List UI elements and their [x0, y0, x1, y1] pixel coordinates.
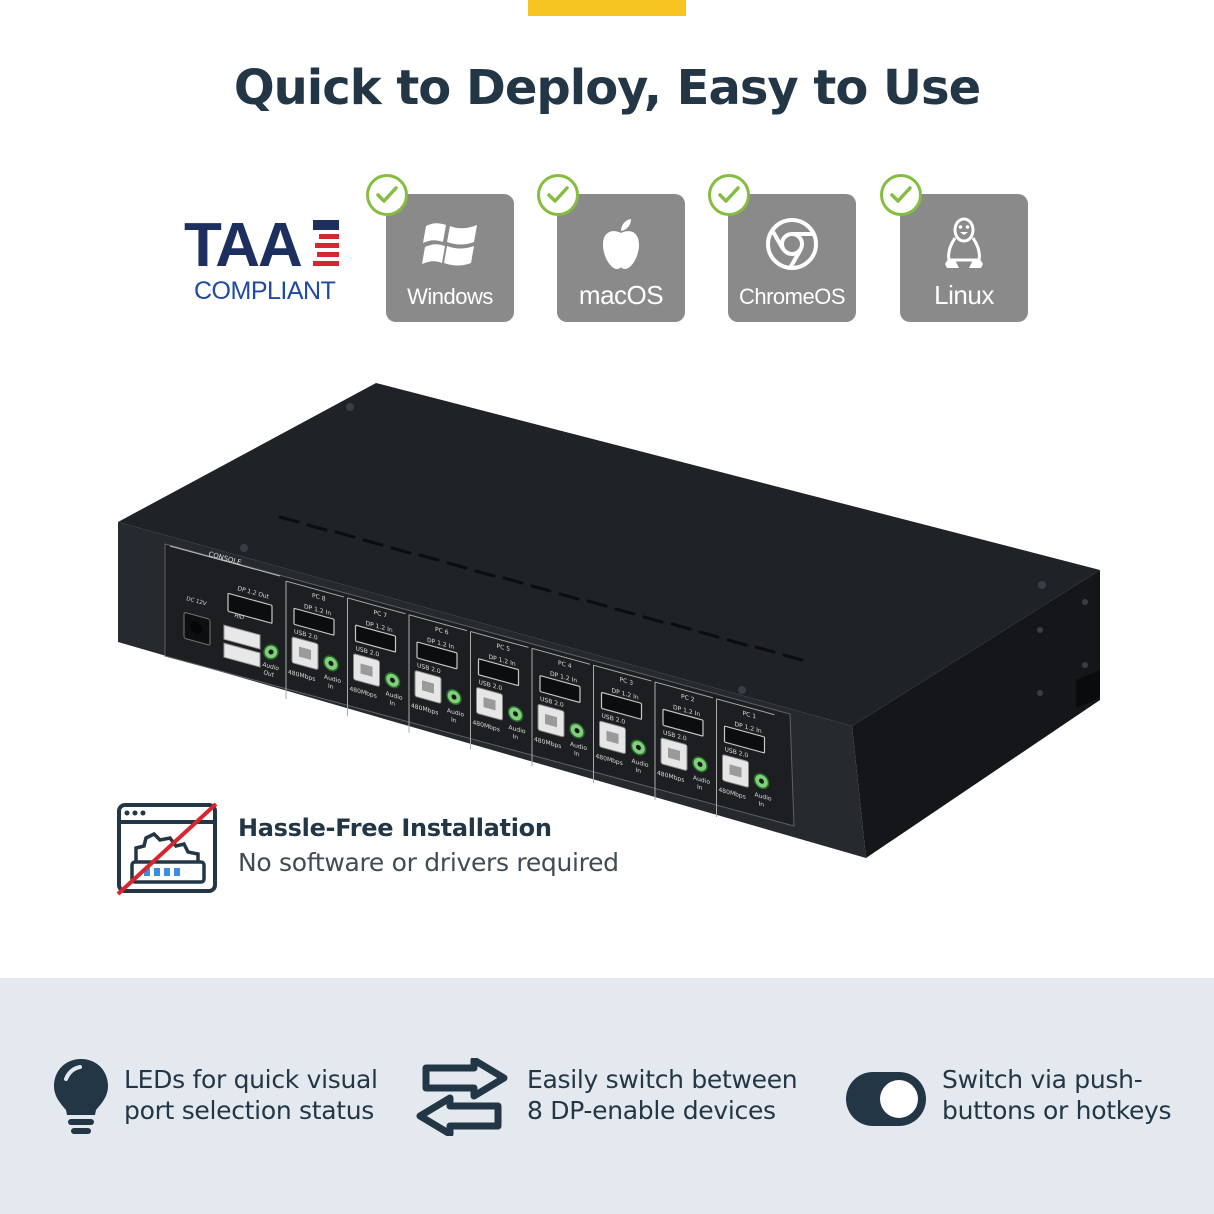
audio-in-label-2: In [759, 800, 765, 808]
feature-line: port selection status [124, 1096, 375, 1125]
audio-in-label-1: Audio [447, 707, 464, 719]
feature-line: 8 DP-enable devices [527, 1096, 776, 1125]
os-tile-windows: Windows [366, 174, 514, 322]
hid-label: HID [233, 613, 244, 621]
taa-word: TAA [184, 211, 303, 280]
os-tile-chromeos: ChromeOS [708, 174, 856, 322]
audio-out-label-1: Audio [261, 661, 280, 672]
headline: Quick to Deploy, Easy to Use [233, 60, 981, 116]
audio-in-label-1: Audio [324, 674, 341, 686]
kvm-switch-device: CONSOLE DC 12V DP 1.2 Out HID Audio Out … [118, 383, 1100, 858]
taa-compliant-label: COMPLIANT [194, 277, 336, 305]
hassle-free-title: Hassle-Free Installation [238, 814, 552, 842]
hassle-free-subtitle: No software or drivers required [238, 848, 619, 877]
feature-line: Switch via push- [942, 1065, 1143, 1094]
feature-line: LEDs for quick visual [124, 1065, 378, 1094]
lightbulb-icon [54, 1059, 108, 1134]
audio-in-label-2: In [390, 699, 396, 707]
pc-label: PC 6 [435, 626, 449, 637]
audio-in-label-2: In [636, 767, 642, 775]
audio-in-label-2: In [697, 784, 703, 792]
audio-in-label-2: In [328, 683, 334, 691]
no-software-icon [116, 802, 218, 896]
audio-in-label-1: Audio [755, 791, 772, 803]
linux-tux-icon [900, 214, 1028, 274]
os-tile-macos: macOS [537, 174, 685, 322]
checkmark-icon [366, 174, 408, 216]
os-label: Linux [934, 280, 994, 310]
audio-in-label-2: In [574, 750, 580, 758]
switch-arrows-icon [416, 1058, 508, 1136]
toggle-icon [846, 1072, 926, 1126]
audio-in-label-1: Audio [693, 775, 710, 787]
chrome-icon [728, 214, 856, 274]
audio-out-label-2: Out [262, 669, 275, 679]
dc-label: DC 12V [185, 596, 207, 607]
pc-label: PC 2 [681, 693, 695, 704]
taa-compliant-logo: TAA COMPLIANT [180, 215, 345, 310]
feature-line: buttons or hotkeys [942, 1096, 1172, 1125]
pc-label: PC 8 [312, 592, 326, 603]
pc-label: PC 3 [620, 676, 634, 687]
checkmark-icon [708, 174, 750, 216]
audio-in-label-1: Audio [509, 724, 526, 736]
top-accent-bar [528, 0, 686, 16]
feature-switch-text: Easily switch between 8 DP-enable device… [527, 1064, 798, 1126]
os-tile-linux: Linux [880, 174, 1028, 322]
pc-label: PC 7 [374, 609, 388, 620]
os-label: macOS [578, 280, 664, 310]
feature-band [0, 978, 1214, 1214]
windows-icon [386, 214, 514, 274]
pc-label: PC 4 [558, 660, 572, 671]
apple-icon [557, 214, 685, 274]
feature-pushbutton-text: Switch via push- buttons or hotkeys [942, 1064, 1172, 1126]
audio-in-label-2: In [451, 716, 457, 724]
checkmark-icon [880, 174, 922, 216]
audio-in-label-1: Audio [632, 758, 649, 770]
feature-led-text: LEDs for quick visual port selection sta… [124, 1064, 378, 1126]
audio-in-label-2: In [513, 733, 519, 741]
flag-stripes-icon [313, 220, 339, 266]
audio-in-label-1: Audio [386, 690, 403, 702]
pc-label: PC 5 [497, 643, 511, 654]
pc-label: PC 1 [743, 710, 757, 721]
os-label: ChromeOS [738, 284, 846, 309]
feature-line: Easily switch between [527, 1065, 798, 1094]
audio-in-label-1: Audio [570, 741, 587, 753]
checkmark-icon [537, 174, 579, 216]
os-label: Windows [407, 284, 493, 309]
